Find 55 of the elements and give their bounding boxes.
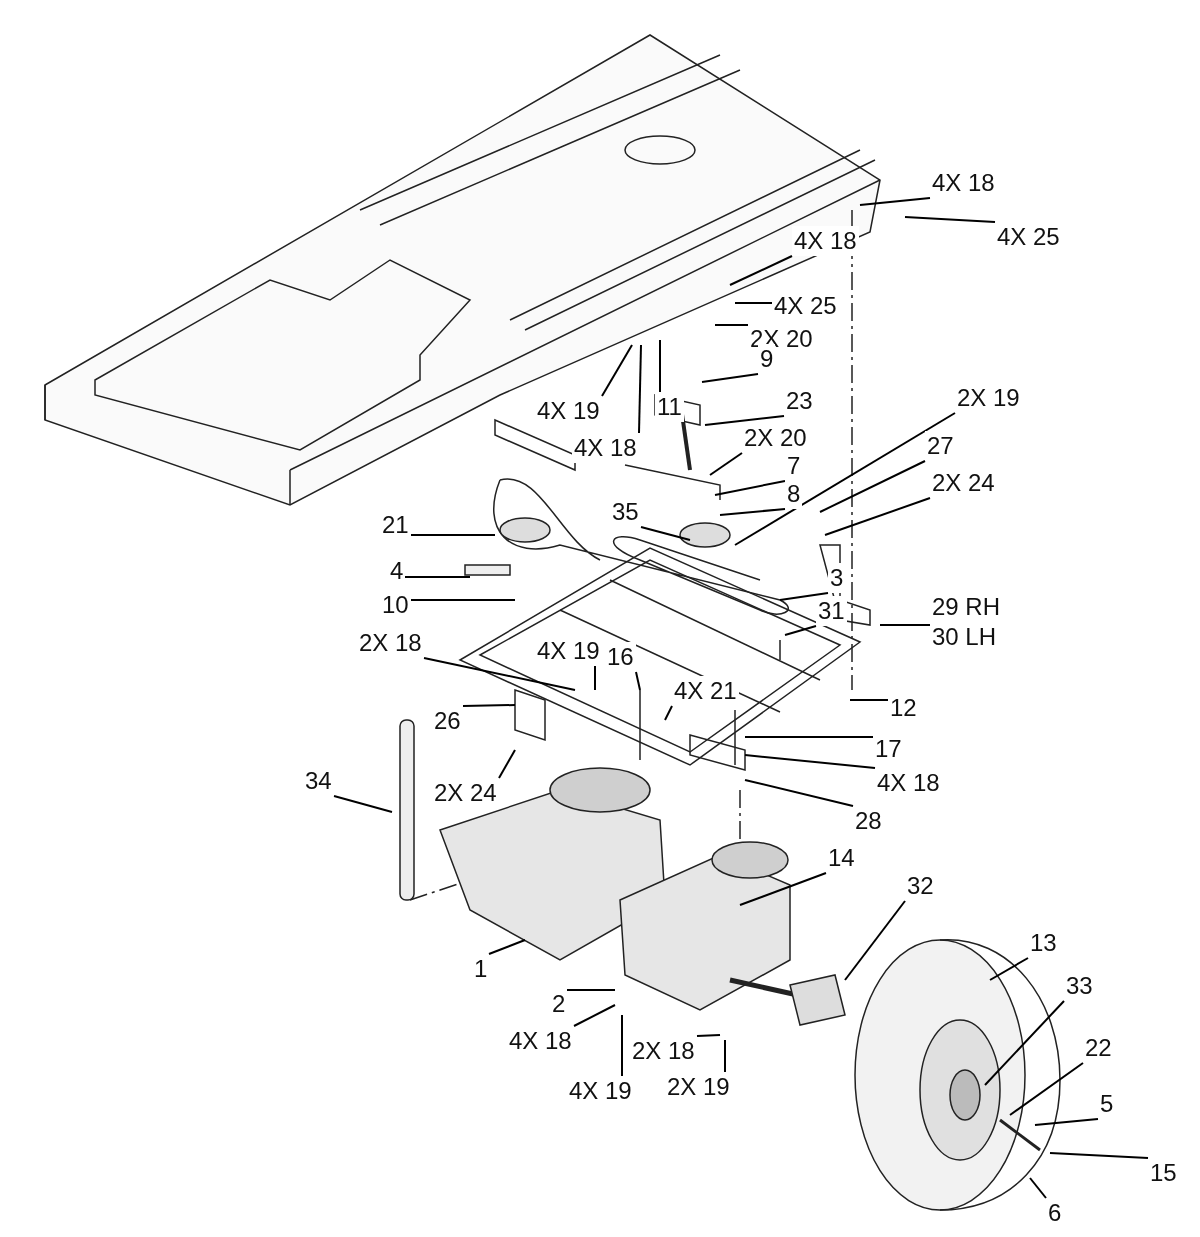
callout-number: 30 LH <box>932 622 998 652</box>
leader-line <box>714 480 786 496</box>
leader-line <box>621 1014 623 1077</box>
leader-line <box>696 1034 721 1037</box>
leader-line <box>1049 1152 1149 1159</box>
callout-number: 29 RH <box>932 592 1001 622</box>
leader-line <box>1009 1062 1084 1116</box>
leader-line <box>859 197 931 206</box>
callout-number: 31 <box>816 596 847 626</box>
leader-line <box>744 736 874 738</box>
leader-line <box>819 460 926 513</box>
leader-line <box>739 872 827 906</box>
leader-line <box>423 657 576 691</box>
leader-line <box>410 599 516 601</box>
leader-line <box>488 939 526 955</box>
leader-line <box>410 534 496 536</box>
leader-line <box>989 957 1029 981</box>
leader-line <box>594 665 596 691</box>
leader-line <box>601 344 633 397</box>
callout-number: 8 <box>785 479 803 509</box>
leader-line <box>664 705 673 721</box>
leader-line <box>779 592 829 601</box>
leader-line <box>404 576 471 578</box>
leader-line <box>849 699 889 701</box>
leader-line <box>566 989 616 991</box>
leader-line <box>719 508 786 516</box>
leader-line <box>640 526 691 541</box>
leader-line <box>704 415 785 426</box>
callout-number: 11 <box>655 392 684 422</box>
leader-line <box>1029 1177 1047 1199</box>
leader-line <box>635 671 641 691</box>
leader-line <box>734 302 773 304</box>
leader-line <box>462 704 516 707</box>
leader-line <box>734 412 956 546</box>
leader-line <box>904 216 996 223</box>
leader-line <box>844 900 906 981</box>
leader-line <box>659 339 661 393</box>
leader-line <box>784 625 817 636</box>
leader-line <box>879 624 931 626</box>
leader-line <box>729 255 793 286</box>
leader-line <box>714 324 749 326</box>
leader-line <box>984 1000 1065 1086</box>
leader-line <box>1034 1118 1099 1126</box>
leader-line <box>701 373 759 383</box>
leader-line <box>744 754 876 769</box>
leader-line <box>744 779 854 807</box>
leader-line <box>498 749 516 779</box>
callout-number: 3 <box>828 563 846 593</box>
callout-number: 4X 18 <box>792 226 859 256</box>
leader-line <box>824 497 931 536</box>
leader-line <box>333 795 393 813</box>
leader-line <box>709 452 743 476</box>
leader-line <box>638 344 642 434</box>
leader-line <box>573 1004 616 1027</box>
leader-line <box>724 1039 726 1073</box>
